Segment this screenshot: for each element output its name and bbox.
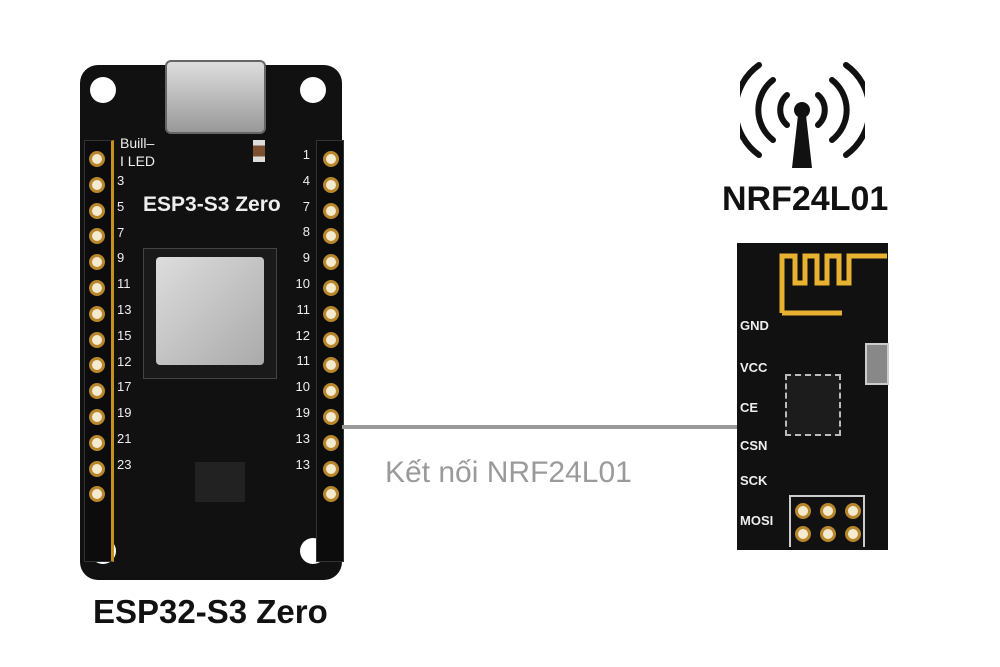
left-pin-label: 21: [117, 431, 132, 446]
header-pin: [89, 434, 105, 451]
usb-c-connector: [165, 60, 266, 134]
connection-label: Kết nối NRF24L01: [385, 456, 632, 489]
header-pin: [845, 503, 861, 519]
board-silkscreen: ESP3-S3 Zero: [143, 193, 281, 216]
nrf-chip: [785, 374, 841, 436]
header-pin: [795, 503, 811, 519]
esp32-module: [143, 248, 277, 379]
header-pin: [89, 151, 105, 167]
antenna-icon: [740, 62, 865, 168]
header-pin: [323, 305, 339, 322]
nrf-title: NRF24L01: [722, 180, 889, 218]
left-pin-label: 7: [117, 224, 125, 240]
header-pin: [323, 202, 339, 219]
nrf-pin-label: CSN: [740, 438, 768, 453]
right-pin-label: 1: [302, 147, 310, 162]
esp-title: ESP32-S3 Zero: [93, 593, 328, 630]
header-pin: [323, 228, 339, 245]
header-pin: [89, 460, 105, 477]
left-pin-label: 15: [117, 327, 132, 343]
left-pin-label: 11: [117, 276, 131, 292]
header-pin: [89, 331, 105, 348]
header-pin: [323, 357, 339, 374]
right-pin-label: 12: [295, 327, 310, 343]
left-pin-label: 13: [117, 302, 132, 317]
left-pin-label: 5: [117, 198, 125, 214]
header-pin: [795, 526, 811, 542]
header-pin: [89, 202, 105, 219]
header-pin: [323, 151, 339, 167]
header-pin: [323, 409, 339, 425]
right-pin-label: 8: [302, 224, 310, 240]
nrf-pin-label: CE: [740, 400, 759, 415]
right-pin-label: 10: [295, 276, 310, 291]
led-component: [253, 140, 265, 162]
right-pin-label: 10: [295, 379, 310, 395]
right-pin-label: 13: [295, 430, 310, 446]
header-pin: [89, 486, 105, 503]
header-pin: [820, 503, 836, 519]
right-pin-label: 4: [302, 172, 310, 188]
mount-hole: [90, 77, 116, 103]
capacitor: [865, 343, 889, 385]
header-pin: [89, 254, 105, 271]
led-label: I LED: [120, 153, 156, 169]
mount-hole: [300, 77, 326, 103]
header-pin: [323, 254, 339, 271]
left-pin-label: 12: [117, 353, 132, 369]
header-pin: [323, 280, 339, 296]
led-label: Buill–: [120, 135, 155, 151]
left-pin-label: 23: [117, 456, 132, 472]
pcb-antenna: [779, 253, 887, 316]
nrf-pin-label: VCC: [740, 360, 768, 375]
header-pin: [323, 383, 339, 400]
header-pin: [845, 526, 861, 542]
right-pin-label: 7: [302, 198, 310, 214]
header-pin: [89, 305, 105, 322]
header-pin: [820, 526, 836, 542]
pin-header: [789, 495, 865, 547]
header-pin: [89, 176, 105, 193]
right-pin-label: 13: [295, 456, 310, 472]
nrf24l01-board: GND VCC CE CSN SCK MOSI: [737, 243, 889, 550]
header-pin: [89, 357, 105, 374]
left-pin-label: 3: [117, 173, 125, 188]
nrf-pin-label: MOSI: [740, 513, 774, 528]
header-pin: [323, 460, 339, 477]
right-pin-label: 9: [302, 250, 310, 266]
chip: [195, 462, 245, 502]
header-pin: [89, 409, 105, 425]
right-pin-label: 19: [295, 405, 310, 420]
header-pin: [89, 280, 105, 296]
header-pin: [89, 383, 105, 400]
nrf-pin-label: GND: [740, 318, 769, 333]
header-pin: [323, 331, 339, 348]
nrf-pin-label: SCK: [740, 473, 768, 488]
left-pin-label: 19: [117, 405, 132, 421]
left-pin-label: 17: [117, 379, 132, 395]
right-pin-label: 11: [296, 301, 311, 317]
header-pin: [323, 486, 339, 503]
connection-wire: [342, 425, 737, 429]
header-pin: [323, 176, 339, 193]
header-pin: [323, 434, 339, 451]
header-pin: [89, 228, 105, 245]
right-pin-label: 11: [296, 353, 311, 369]
left-pin-label: 9: [117, 250, 125, 266]
